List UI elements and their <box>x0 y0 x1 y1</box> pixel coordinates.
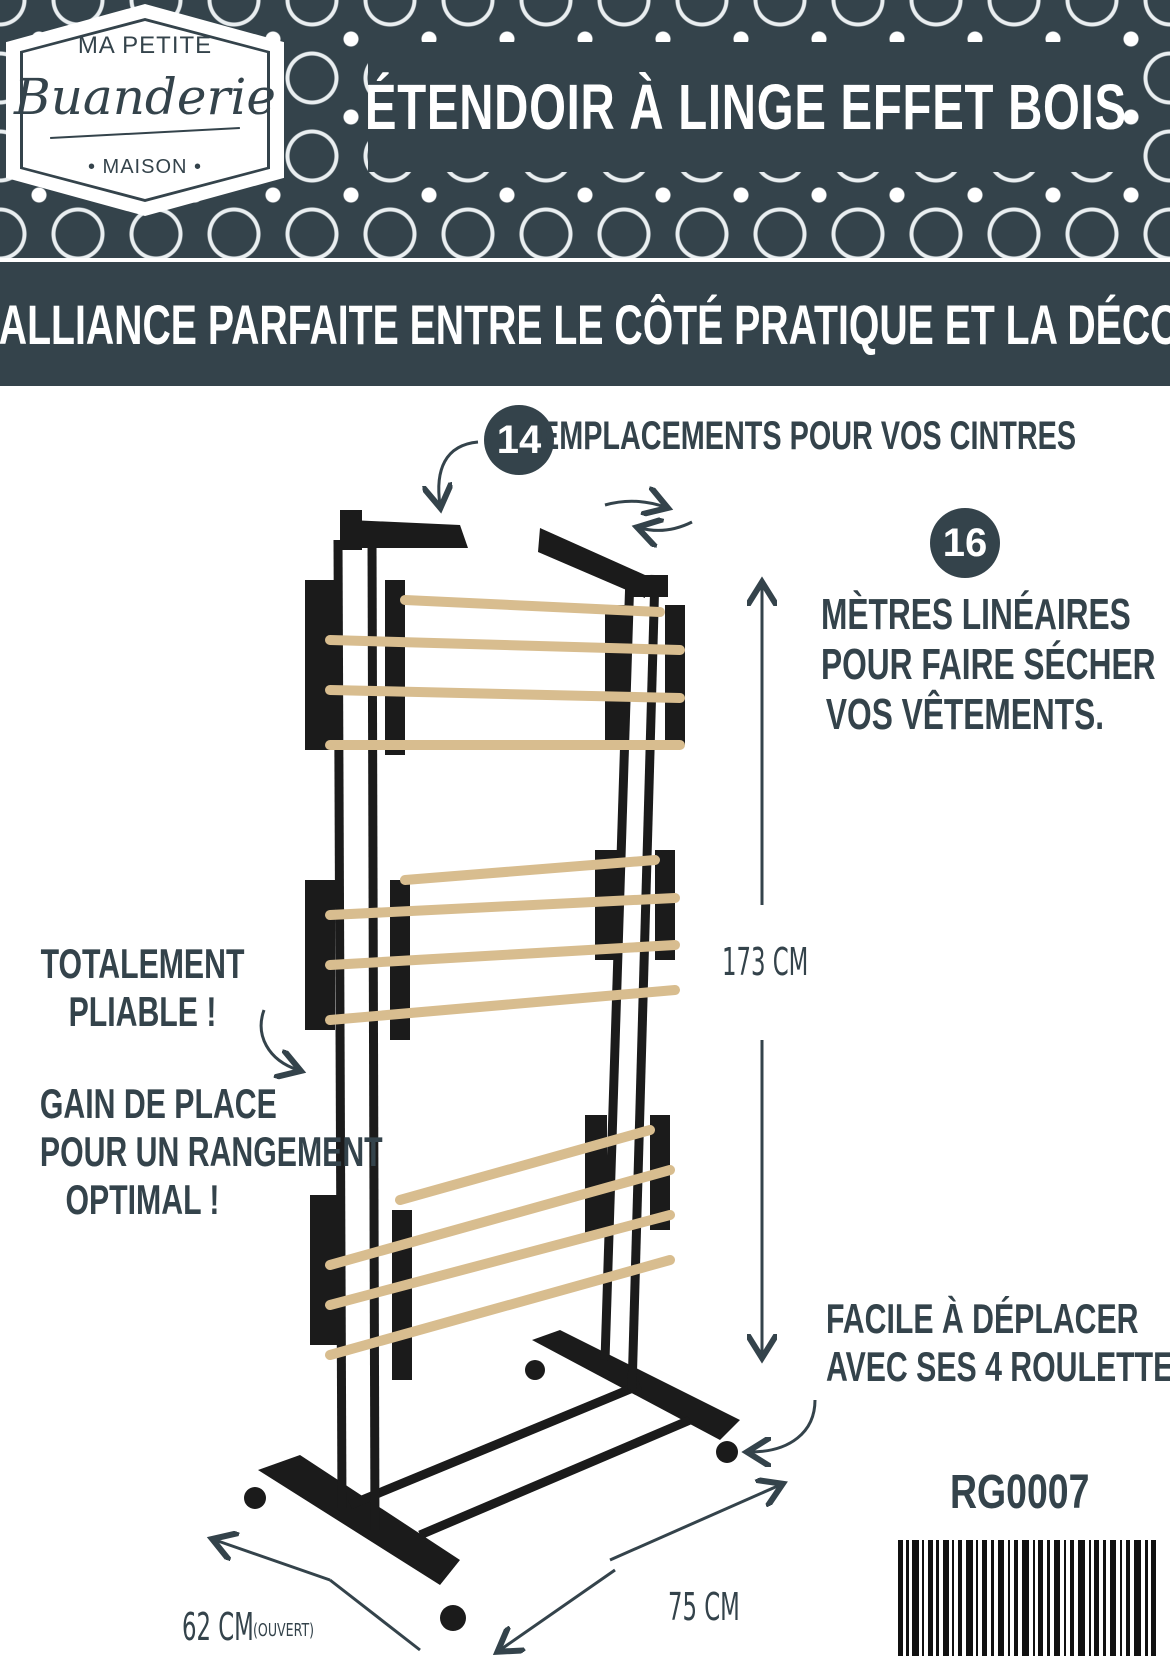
space-callout: GAIN DE PLACE POUR UN RANGEMENT OPTIMAL … <box>39 1080 383 1223</box>
rack-base <box>244 1330 740 1631</box>
tier-middle <box>305 850 680 1040</box>
page-title: ÉTENDOIR À LINGE EFFET BOIS <box>364 71 1127 143</box>
tagline-band: L'ALLIANCE PARFAITE ENTRE LE CÔTÉ PRATIQ… <box>0 262 1170 386</box>
meters-count-badge: 16 <box>930 508 1000 578</box>
annotation-arrows <box>215 440 817 1650</box>
height-measure: 173 CM <box>722 940 809 984</box>
curved-arrow-icon <box>750 1399 817 1452</box>
wheel-icon <box>244 1487 266 1509</box>
tier-top <box>305 580 685 755</box>
width-measure: 75 CM <box>668 1585 740 1629</box>
hanger-arms <box>340 510 668 598</box>
foldable-callout: TOTALEMENT PLIABLE ! <box>40 940 245 1035</box>
wheels-callout: FACILE À DÉPLACER AVEC SES 4 ROULETTES <box>826 1295 1170 1390</box>
brand-logo: MA PETITE Buanderie • MAISON • <box>6 4 284 216</box>
barcode <box>898 1540 1156 1656</box>
meters-callout: MÈTRES LINÉAIRES POUR FAIRE SÉCHER VOS V… <box>821 590 1156 739</box>
fold-arrow-icon <box>259 1009 298 1070</box>
tier-bottom <box>310 1115 675 1380</box>
rotate-arrow-icon <box>604 501 665 507</box>
product-reference: RG0007 <box>950 1466 1090 1519</box>
logo-top-text: MA PETITE <box>77 32 213 59</box>
hangers-callout: EMPLACEMENTS POUR VOS CINTRES <box>540 414 1077 458</box>
rotate-arrow-icon <box>640 522 693 530</box>
title-box: ÉTENDOIR À LINGE EFFET BOIS <box>365 42 1126 172</box>
curved-arrow-icon <box>439 440 479 505</box>
depth-note: (OUVERT) <box>253 1620 315 1641</box>
tagline: L'ALLIANCE PARFAITE ENTRE LE CÔTÉ PRATIQ… <box>0 292 1170 356</box>
wheel-icon <box>440 1605 466 1631</box>
depth-measure: 62 CM <box>182 1605 254 1649</box>
wheel-icon <box>525 1360 545 1380</box>
logo-bottom-text: • MAISON • <box>87 156 202 178</box>
wheel-icon <box>716 1441 738 1463</box>
logo-script-text: Buanderie <box>13 68 277 126</box>
hangers-count-badge: 14 <box>484 405 554 475</box>
